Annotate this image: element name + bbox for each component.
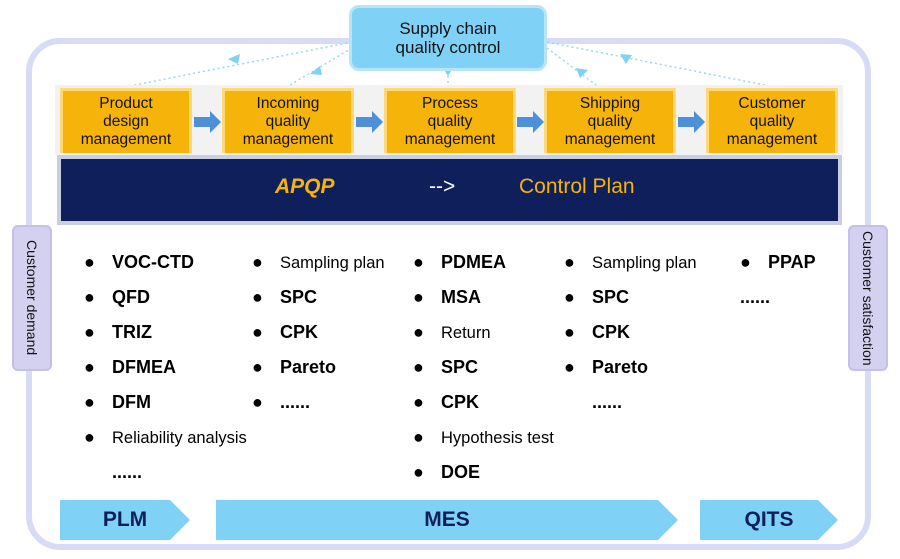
- list-item: ●VOC-CTD: [84, 252, 194, 272]
- list-item: ●CPK: [564, 322, 631, 342]
- top-box-line-1: Supply chain: [399, 19, 497, 38]
- stage-line: quality: [749, 113, 795, 130]
- stage-line: Product: [99, 95, 153, 112]
- stage-line: management: [404, 131, 496, 148]
- stage-incoming-quality: Incoming quality management: [222, 88, 354, 153]
- flow-arrow-2: [356, 111, 383, 133]
- system-plm-arrow: PLM: [60, 500, 190, 540]
- list-item: ●Sampling plan: [564, 252, 697, 272]
- stage-line: Process: [421, 95, 478, 112]
- stage-line: quality: [587, 113, 633, 130]
- list-item: ●Return: [413, 322, 491, 342]
- system-mes-label: MES: [424, 508, 470, 531]
- list-item: ●CPK: [252, 322, 319, 342]
- stage-line: quality: [265, 113, 311, 130]
- apqp-label: APQP: [275, 175, 335, 198]
- list-item-ellipsis: ......: [740, 287, 771, 307]
- list-item: ●PPAP: [740, 252, 816, 272]
- stage-line: Shipping: [579, 95, 641, 112]
- list-item: ●SPC: [413, 357, 479, 377]
- list-item: ●Sampling plan: [252, 252, 385, 272]
- stage-customer-quality: Customer quality management: [706, 88, 838, 153]
- column-customer-quality: ●PPAP ......: [740, 248, 816, 318]
- dotted-arrowhead-1: [228, 54, 240, 64]
- list-item: ●TRIZ: [84, 322, 152, 342]
- column-process-quality: ●PDMEA ●MSA ●Return ●SPC ●CPK ●Hypothesi…: [413, 248, 554, 493]
- list-item: ●Pareto: [252, 357, 337, 377]
- list-item: ●CPK: [413, 392, 480, 412]
- list-item: ●Hypothesis test: [413, 427, 554, 447]
- list-item: ●SPC: [564, 287, 630, 307]
- customer-demand-label: Customer demand: [12, 225, 52, 371]
- stage-line: management: [564, 131, 656, 148]
- flow-arrow-4: [678, 111, 705, 133]
- stage-line: quality: [427, 113, 473, 130]
- dotted-link-shipping: [546, 47, 601, 89]
- list-item-ellipsis: ......: [592, 392, 623, 412]
- list-item: ●QFD: [84, 287, 150, 307]
- list-item: ●Pareto: [564, 357, 649, 377]
- flow-arrow-1: [194, 111, 221, 133]
- list-item-ellipsis: ......: [112, 462, 143, 482]
- customer-demand-text: Customer demand: [24, 240, 40, 356]
- column-shipping-quality: ●Sampling plan ●SPC ●CPK ●Pareto ......: [564, 248, 697, 423]
- list-item: ●......: [252, 392, 311, 412]
- customer-satisfaction-text: Customer satisfaction: [860, 230, 876, 366]
- dotted-arrowhead-5: [620, 54, 632, 64]
- dotted-arrowhead-2: [310, 66, 322, 75]
- list-item: ●DFM: [84, 392, 151, 412]
- stage-line: design: [103, 113, 149, 130]
- band-arrow-text: -->: [429, 175, 456, 198]
- flow-arrow-3: [517, 111, 544, 133]
- system-qits-arrow: QITS: [700, 500, 838, 540]
- list-item: ●MSA: [413, 287, 481, 307]
- customer-satisfaction-label: Customer satisfaction: [848, 225, 888, 371]
- stage-product-design: Product design management: [60, 88, 192, 153]
- dotted-link-incoming: [284, 47, 353, 89]
- list-item: ●DOE: [413, 462, 481, 482]
- supply-chain-quality-control-box: Supply chain quality control: [349, 5, 547, 71]
- list-item: ●DFMEA: [84, 357, 176, 377]
- list-item: ●Reliability analysis: [84, 427, 247, 447]
- system-plm-label: PLM: [102, 508, 148, 531]
- dotted-arrowhead-4: [576, 68, 588, 78]
- stage-line: Customer: [738, 95, 806, 112]
- stage-line: Incoming: [256, 95, 320, 112]
- column-product-design: ●VOC-CTD ●QFD ●TRIZ ●DFMEA ●DFM ●Reliabi…: [84, 248, 247, 493]
- control-plan-label: Control Plan: [519, 175, 635, 198]
- apqp-control-plan-band: APQP --> Control Plan: [57, 155, 842, 225]
- list-item: ●SPC: [252, 287, 318, 307]
- system-mes-arrow: MES: [216, 500, 678, 540]
- stage-line: management: [242, 131, 334, 148]
- list-item: ●PDMEA: [413, 252, 507, 272]
- stage-line: management: [726, 131, 818, 148]
- system-qits-label: QITS: [744, 508, 794, 531]
- stage-process-quality: Process quality management: [384, 88, 516, 153]
- column-incoming-quality: ●Sampling plan ●SPC ●CPK ●Pareto ●......: [252, 248, 385, 423]
- top-box-line-2: quality control: [395, 38, 501, 57]
- stage-line: management: [80, 131, 172, 148]
- stage-shipping-quality: Shipping quality management: [544, 88, 676, 153]
